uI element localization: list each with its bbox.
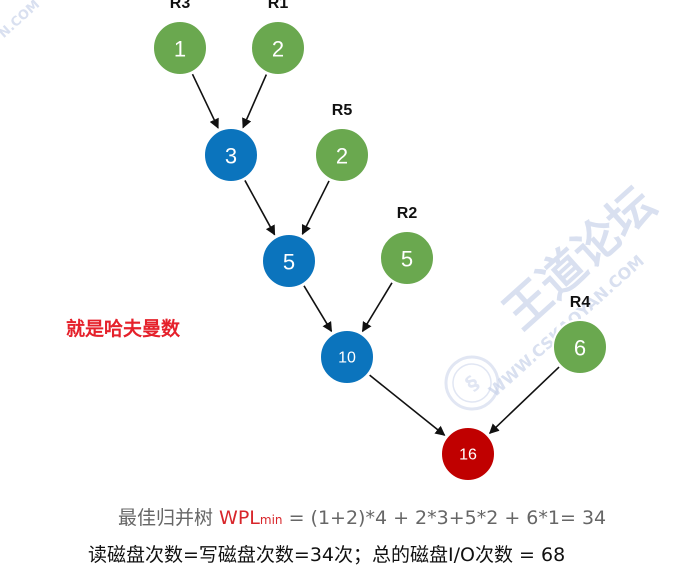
tree-node-n_16: 16 xyxy=(440,426,496,482)
node-circle xyxy=(552,319,608,375)
edges-layer xyxy=(191,73,560,436)
node-circle xyxy=(203,127,259,183)
wpl-formula: 最佳归并树 WPLmin = (1+2)*4 + 2*3+5*2 + 6*1= … xyxy=(118,503,606,530)
node-circle xyxy=(440,426,496,482)
node-value: 2 xyxy=(272,37,284,62)
edge-arrow-n_3-to-n_5 xyxy=(244,180,276,236)
node-value: 6 xyxy=(574,336,586,361)
edge-arrow-n_r2-to-n_10 xyxy=(361,282,393,333)
tree-node-n_10: 10 xyxy=(319,329,375,385)
node-value: 5 xyxy=(283,250,295,275)
edge-arrow-n_5-to-n_10 xyxy=(303,285,333,333)
formula-wpl: WPLmin xyxy=(219,507,282,529)
node-circle xyxy=(261,233,317,289)
node-value: 2 xyxy=(336,144,348,169)
edge-arrow-n_r3-to-n_3 xyxy=(191,73,219,129)
node-circle xyxy=(319,329,375,385)
node-circle xyxy=(379,230,435,286)
tree-node-n_r5: 2 R5 xyxy=(314,102,370,183)
node-value: 10 xyxy=(338,350,356,367)
edge-arrow-n_r1-to-n_3 xyxy=(242,74,268,129)
io-count-line: 读磁盘次数=写磁盘次数=34次；总的磁盘I/O次数 = 68 xyxy=(88,544,566,566)
node-run-label: R3 xyxy=(170,0,191,12)
formula-prefix: 最佳归并树 xyxy=(118,507,220,529)
huffman-note: 就是哈夫曼数 xyxy=(66,318,181,340)
formula-expression: = (1+2)*4 + 2*3+5*2 + 6*1= 34 xyxy=(282,507,607,529)
edge-arrow-n_r4-to-n_16 xyxy=(488,366,560,434)
node-run-label: R4 xyxy=(570,294,591,311)
edge-arrow-n_10-to-n_16 xyxy=(369,374,446,436)
node-value: 3 xyxy=(225,144,237,169)
formula-wpl-subscript: min xyxy=(259,513,283,527)
tree-node-n_r2: 5 R2 xyxy=(379,205,435,286)
tree-node-n_5: 5 xyxy=(261,233,317,289)
formula-wpl-label: WPL xyxy=(219,507,260,529)
tree-node-n_r1: 2 R1 xyxy=(250,0,306,76)
edge-arrow-n_r5-to-n_5 xyxy=(301,180,330,236)
node-run-label: R1 xyxy=(268,0,289,12)
node-value: 5 xyxy=(401,247,413,272)
node-run-label: R5 xyxy=(332,102,353,119)
node-run-label: R2 xyxy=(397,205,418,222)
node-circle xyxy=(250,20,306,76)
tree-node-n_r3: 1 R3 xyxy=(152,0,208,76)
node-value: 1 xyxy=(174,37,186,62)
node-circle xyxy=(314,127,370,183)
node-value: 16 xyxy=(459,447,477,464)
tree-node-n_3: 3 xyxy=(203,127,259,183)
tree-node-n_r4: 6 R4 xyxy=(552,294,608,375)
node-circle xyxy=(152,20,208,76)
